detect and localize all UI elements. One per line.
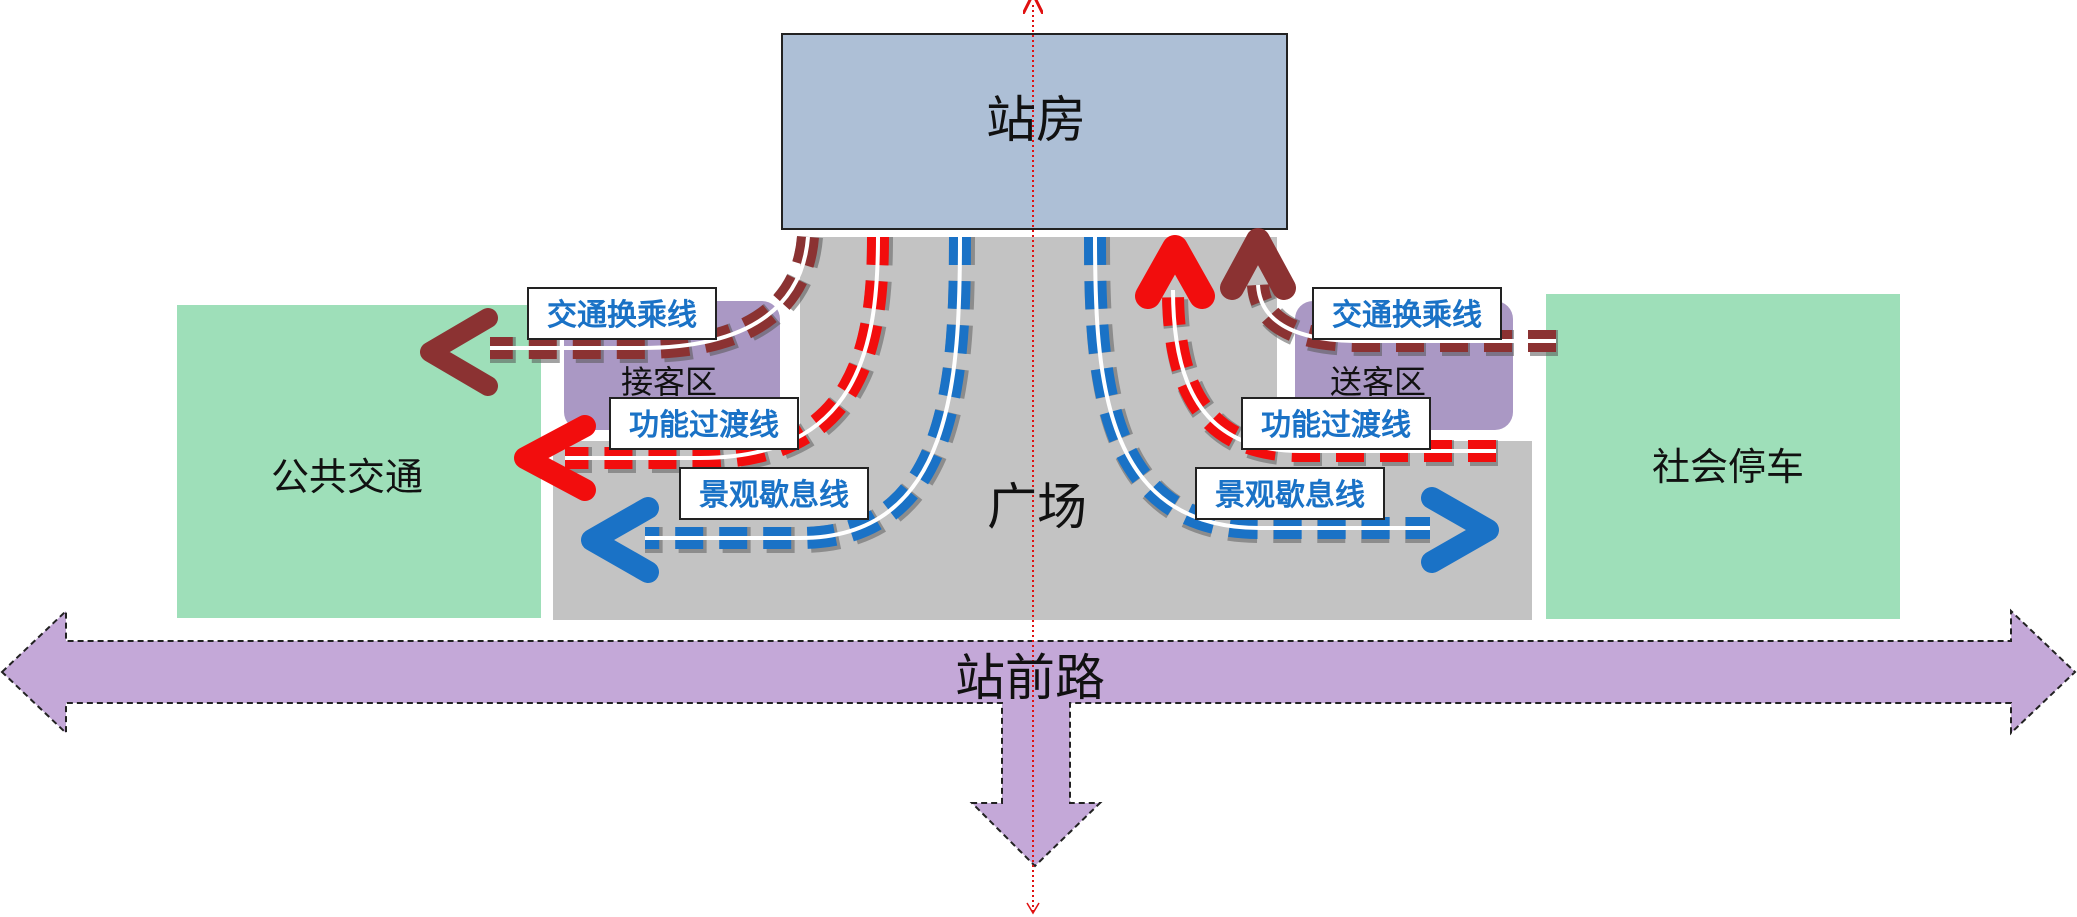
plaza-label: 广场 [987,478,1087,536]
public-transit-label: 公共交通 [271,455,423,499]
social-parking-block [1546,294,1900,619]
landscape-line-left [581,236,975,583]
transfer-label-right: 交通换乘线 [1332,298,1482,333]
landscape-label-left: 景观歇息线 [699,478,849,513]
station-label: 站房 [986,91,1086,149]
transition-label-left: 功能过渡线 [629,408,779,443]
dropoff-zone-label: 送客区 [1330,363,1426,401]
transfer-line-right [1220,228,1558,356]
transition-label-right-box [1241,397,1431,450]
road-arrow [0,608,2077,868]
landscape-label-right: 景观歇息线 [1215,478,1365,513]
landscape-label-right-box [1195,467,1385,520]
axis-bottom-tip [1026,902,1040,915]
social-parking-label: 社会停车 [1652,445,1804,489]
transfer-label-left-box [527,287,717,340]
transfer-label-right-box [1312,287,1502,340]
landscape-line-right [1084,236,1499,573]
road-label: 站前路 [955,649,1105,707]
transition-label-left-box [609,397,799,450]
landscape-label-left-box [679,467,869,520]
transition-label-right: 功能过渡线 [1261,408,1411,443]
transfer-label-left: 交通换乘线 [547,298,697,333]
transition-line-left [514,236,893,501]
pickup-zone-label: 接客区 [621,363,717,401]
station-block [781,33,1288,230]
public-transit-block [177,305,541,618]
transfer-line-left [420,235,823,396]
